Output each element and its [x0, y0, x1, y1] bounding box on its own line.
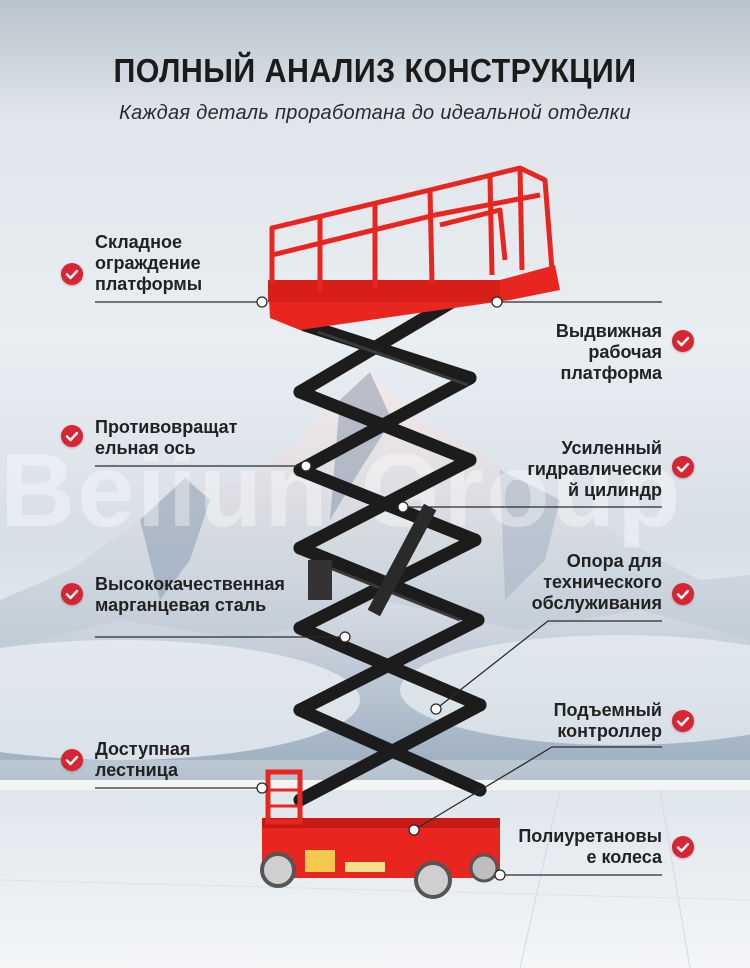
feature-label-line: контроллер	[557, 721, 662, 741]
check-icon	[672, 456, 694, 478]
feature-accessible-ladder: Доступная лестница	[95, 739, 190, 781]
feature-label-line: ограждение	[95, 253, 201, 273]
feature-label-line: рабочая	[588, 342, 662, 362]
feature-label-line: обслуживания	[531, 593, 662, 613]
check-icon	[672, 330, 694, 352]
callout-dot	[430, 703, 442, 715]
check-icon	[672, 710, 694, 732]
feature-label-line: Подъемный	[553, 700, 662, 720]
check-icon	[61, 263, 83, 285]
callout-dot	[494, 869, 506, 881]
feature-label-line: ельная ось	[95, 438, 196, 458]
feature-label-line: платформа	[560, 363, 663, 383]
feature-label-line: платформы	[95, 274, 203, 294]
feature-label-line: Усиленный	[561, 438, 662, 458]
feature-label-line: й цилиндр	[568, 480, 662, 500]
feature-label-line: технического	[543, 572, 662, 592]
feature-label-line: лестница	[95, 760, 179, 780]
feature-label-line: Выдвижная	[555, 321, 662, 341]
feature-label-line: Полиуретановы	[518, 826, 662, 846]
feature-label-line: Доступная	[95, 739, 191, 759]
feature-label-line: Противовращат	[95, 417, 238, 437]
feature-lift-controller: Подъемный контроллер	[554, 700, 662, 742]
check-icon	[672, 583, 694, 605]
callout-dot	[491, 296, 503, 308]
page-title: ПОЛНЫЙ АНАЛИЗ КОНСТРУКЦИИ	[113, 52, 637, 89]
check-icon	[61, 425, 83, 447]
feature-label-line: е колеса	[586, 847, 662, 867]
feature-manganese-steel: Высококачественная марганцевая сталь	[95, 574, 285, 616]
feature-reinforced-cylinder: Усиленный гидравлически й цилиндр	[527, 438, 662, 501]
check-icon	[61, 749, 83, 771]
feature-label-line: Высококачественная	[95, 574, 285, 594]
callout-dot	[397, 501, 409, 513]
feature-extendable-platform: Выдвижная рабочая платформа	[556, 321, 662, 384]
check-icon	[61, 583, 83, 605]
feature-folding-guardrail: Складное ограждение платформы	[95, 232, 202, 295]
callout-dot	[256, 296, 268, 308]
feature-label-line: Опора для	[566, 551, 662, 571]
check-icon	[672, 836, 694, 858]
feature-label-line: Складное	[95, 232, 182, 252]
callout-dot	[339, 631, 351, 643]
callout-dot	[408, 824, 420, 836]
feature-polyurethane-wheels: Полиуретановы е колеса	[518, 826, 662, 868]
feature-anti-rotation-axle: Противовращат ельная ось	[95, 417, 238, 459]
feature-maintenance-support: Опора для технического обслуживания	[532, 551, 662, 614]
callout-dot	[300, 460, 312, 472]
feature-label-line: марганцевая сталь	[95, 595, 267, 615]
callout-dot	[256, 782, 268, 794]
feature-label-line: гидравлически	[527, 459, 662, 479]
page-subtitle: Каждая деталь проработана до идеальной о…	[119, 102, 631, 124]
